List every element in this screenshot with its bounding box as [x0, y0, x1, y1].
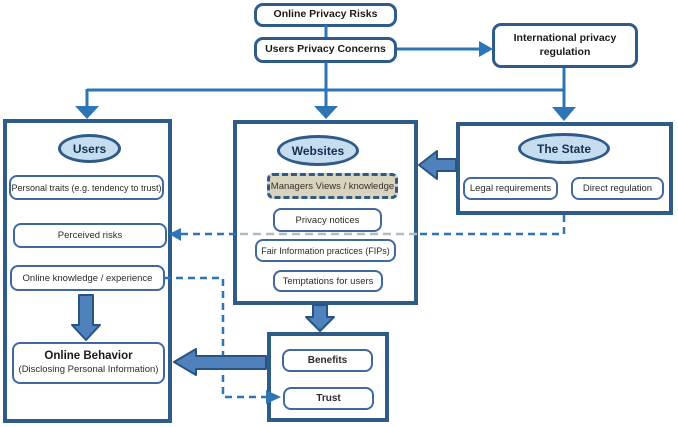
- users-ellipse: Users: [58, 134, 121, 163]
- dashed-line-from-state: [419, 215, 566, 236]
- online-privacy-risks-box: Online Privacy Risks: [254, 3, 397, 27]
- state-ellipse: The State: [518, 133, 610, 164]
- online-behavior-title: Online Behavior: [44, 349, 133, 362]
- privacy-notices-node: Privacy notices: [273, 208, 382, 232]
- personal-traits-node: Personal traits (e.g. tendency to trust): [9, 175, 164, 200]
- websites-ellipse: Websites: [277, 135, 359, 166]
- online-knowledge-node: Online knowledge / experience: [10, 265, 165, 291]
- arrowhead-state-container: [552, 107, 576, 121]
- direct-regulation-node: Direct regulation: [571, 177, 664, 200]
- online-behavior-subtitle: (Disclosing Personal Information): [18, 364, 159, 376]
- block-arrow-outcome-to-behavior: [173, 348, 267, 376]
- managers-views-node: Managers Views / knowledge: [267, 173, 398, 199]
- arrowhead-websites-container: [314, 106, 338, 119]
- block-arrow-state-to-websites: [418, 150, 457, 180]
- temptations-node: Temptations for users: [273, 270, 383, 292]
- block-arrow-websites-to-outcome: [305, 304, 335, 332]
- perceived-risks-node: Perceived risks: [13, 223, 167, 248]
- arrowhead-users-container: [75, 106, 99, 119]
- trust-node: Trust: [283, 387, 374, 410]
- legal-requirements-node: Legal requirements: [463, 177, 558, 200]
- benefits-node: Benefits: [282, 349, 373, 372]
- online-behavior-node: Online Behavior (Disclosing Personal Inf…: [12, 342, 165, 384]
- users-privacy-concerns-box: Users Privacy Concerns: [254, 37, 397, 63]
- fair-information-practices-node: Fair Information practices (FIPs): [255, 239, 396, 262]
- arrowhead-international-regulation: [479, 41, 493, 57]
- international-privacy-regulation-box: International privacy regulation: [492, 23, 638, 68]
